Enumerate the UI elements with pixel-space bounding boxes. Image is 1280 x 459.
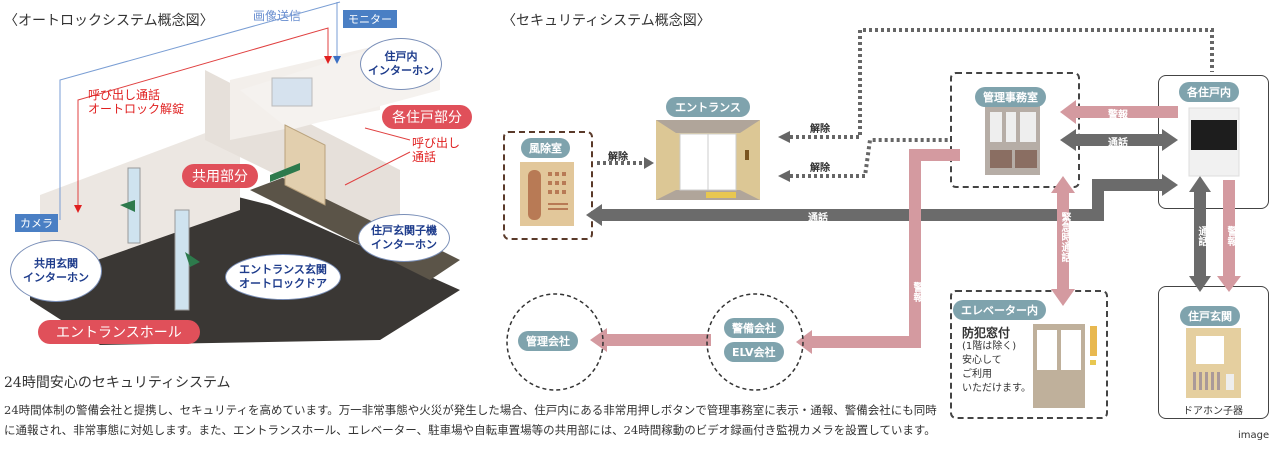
unit-monitor-icon — [1188, 107, 1240, 177]
alarm-arrowhead — [796, 330, 812, 354]
door-intercom-icon — [1186, 328, 1241, 398]
alarm-arrowhead — [1217, 276, 1241, 292]
alarm-label: 警報 — [1108, 110, 1128, 121]
entrance-label: エントランス — [666, 97, 750, 117]
emergency-talk-label: 緊急時通話 — [1059, 212, 1070, 262]
camera-label: カメラ — [15, 214, 58, 232]
elevator-box — [950, 290, 1108, 419]
autolock-door-bubble: エントランス玄関オートロックドア — [225, 254, 341, 300]
door-caption: ドアホン子器 — [1183, 406, 1243, 417]
image-note: image — [1238, 430, 1270, 441]
windbreak-label: 風除室 — [521, 138, 570, 158]
talk-arrowhead — [1162, 174, 1178, 196]
elevator-note: 防犯窓付 (1階は除く) 安心して ご利用 いただけます。 — [962, 326, 1031, 394]
autolock-title: 〈オートロックシステム概念図〉 — [4, 13, 214, 29]
office-label: 管理事務室 — [975, 87, 1046, 107]
office-panel-icon — [985, 105, 1040, 175]
security-title: 〈セキュリティシステム概念図〉 — [502, 13, 711, 29]
common-area-badge: 共用部分 — [182, 164, 258, 188]
security-company-label: 警備会社 — [724, 318, 784, 338]
talk-label: 通話 — [1108, 138, 1128, 149]
alarm-label: 警報 — [1225, 226, 1236, 246]
talk-arrowhead — [1060, 129, 1076, 151]
office-box — [950, 72, 1080, 188]
call-label: 呼び出し通話 — [412, 136, 461, 164]
talk-line-main — [600, 179, 1165, 221]
entrance-hall-badge: エントランスホール — [38, 320, 200, 344]
alarm-arrowhead — [1060, 100, 1076, 124]
common-interphone-bubble: 共用玄関インターホン — [10, 240, 102, 302]
mgmt-company-circle — [506, 293, 604, 391]
image-send-label: 画像送信 — [253, 9, 302, 23]
talk-arrowhead — [1189, 276, 1211, 292]
windbreak-panel-icon — [520, 162, 574, 226]
release-line-lower — [790, 138, 950, 178]
release-label: 解除 — [810, 163, 830, 174]
door-label: 住戸玄関 — [1180, 306, 1240, 326]
mgmt-company-label: 管理会社 — [518, 331, 578, 351]
alarm-arrowhead — [590, 328, 607, 352]
elevator-label: エレベーター内 — [953, 300, 1046, 320]
elv-company-label: ELV会社 — [724, 342, 784, 362]
release-label: 解除 — [810, 124, 830, 135]
release-arrowhead — [778, 131, 790, 143]
talk-arrowhead — [586, 204, 602, 226]
entrance-door-icon — [656, 120, 760, 200]
emergency-arrowhead — [1051, 289, 1075, 306]
release-arrowhead — [778, 170, 790, 182]
alarm-label: 警報 — [911, 282, 922, 302]
release-line-upper — [790, 28, 1214, 139]
talk-arrowhead — [1162, 129, 1178, 151]
monitor-label: モニター — [343, 10, 397, 28]
description-paragraph: 24時間体制の警備会社と提携し、セキュリティを高めています。万一非常事態や火災が… — [4, 403, 937, 437]
door-interphone-bubble: 住戸玄関子機インターホン — [358, 214, 450, 262]
unit-area-badge: 各住戸部分 — [382, 105, 472, 129]
emergency-arrowhead — [1051, 176, 1075, 193]
talk-arrowhead — [1189, 176, 1211, 192]
talk-label: 通話 — [808, 213, 828, 224]
windbreak-box — [503, 131, 593, 240]
talk-label: 通話 — [1196, 226, 1207, 246]
release-arrowhead — [644, 157, 654, 169]
unit-interphone-bubble: 住戸内インターホン — [360, 38, 442, 90]
section-heading: 24時間安心のセキュリティシステム — [4, 375, 231, 391]
elevator-door-icon — [1033, 324, 1097, 408]
unit-label: 各住戸内 — [1179, 82, 1239, 102]
call-unlock-label: 呼び出し通話オートロック解錠 — [88, 88, 185, 116]
release-label: 解除 — [608, 152, 628, 163]
alarm-line-security — [812, 149, 960, 348]
security-company-circle — [706, 293, 804, 391]
